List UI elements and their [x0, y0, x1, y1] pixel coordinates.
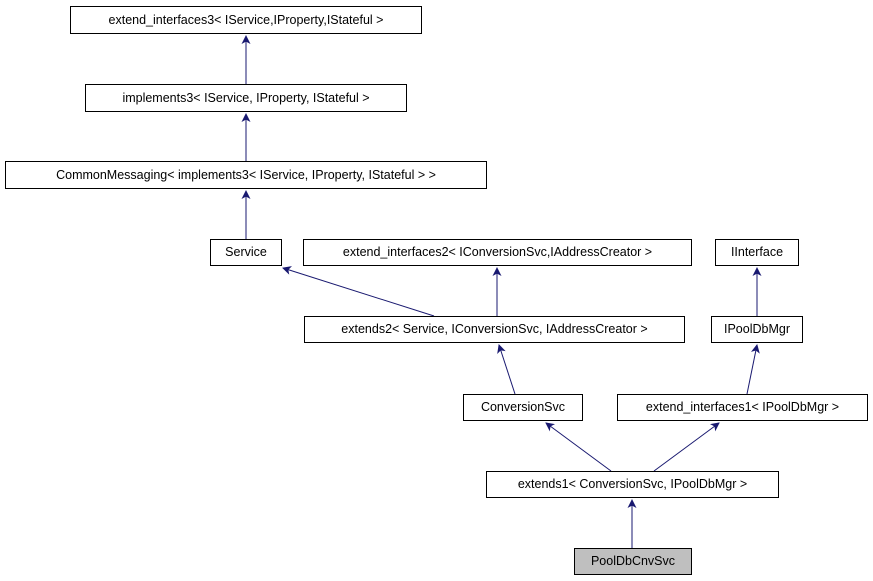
- class-node-label: ConversionSvc: [480, 400, 566, 415]
- class-node-extends2[interactable]: extends2< Service, IConversionSvc, IAddr…: [304, 316, 685, 343]
- inheritance-edge-extends1-to-extend_interfaces1: [653, 422, 720, 472]
- class-node-ipooldbmgr[interactable]: IPoolDbMgr: [711, 316, 803, 343]
- class-node-conversionsvc[interactable]: ConversionSvc: [463, 394, 583, 421]
- class-node-extend_interfaces1[interactable]: extend_interfaces1< IPoolDbMgr >: [617, 394, 868, 421]
- class-node-label: CommonMessaging< implements3< IService, …: [56, 167, 436, 182]
- class-node-service[interactable]: Service: [210, 239, 282, 266]
- class-node-iinterface[interactable]: IInterface: [715, 239, 799, 266]
- inheritance-edge-extends2-to-service: [282, 266, 435, 317]
- inheritance-edge-extend_interfaces1-to-ipooldbmgr: [746, 344, 760, 395]
- class-node-label: IInterface: [730, 245, 784, 260]
- class-node-extend_interfaces3[interactable]: extend_interfaces3< IService,IProperty,I…: [70, 6, 422, 34]
- class-node-label: PoolDbCnvSvc: [590, 554, 676, 569]
- class-node-label: IPoolDbMgr: [724, 322, 790, 337]
- class-node-label: extend_interfaces2< IConversionSvc,IAddr…: [342, 245, 653, 260]
- inheritance-edge-extends1-to-conversionsvc: [545, 422, 612, 472]
- class-node-commonmessaging[interactable]: CommonMessaging< implements3< IService, …: [5, 161, 487, 189]
- class-node-extend_interfaces2[interactable]: extend_interfaces2< IConversionSvc,IAddr…: [303, 239, 692, 266]
- class-node-pooldbcnvsvc[interactable]: PoolDbCnvSvc: [574, 548, 692, 575]
- class-node-label: extends1< ConversionSvc, IPoolDbMgr >: [517, 477, 748, 492]
- class-node-label: extend_interfaces1< IPoolDbMgr >: [645, 400, 840, 415]
- class-node-implements3[interactable]: implements3< IService, IProperty, IState…: [85, 84, 407, 112]
- class-node-label: Service: [225, 245, 267, 260]
- class-node-label: implements3< IService, IProperty, IState…: [122, 90, 370, 105]
- class-node-label: extends2< Service, IConversionSvc, IAddr…: [341, 322, 648, 337]
- class-node-label: extend_interfaces3< IService,IProperty,I…: [108, 12, 384, 27]
- class-node-extends1[interactable]: extends1< ConversionSvc, IPoolDbMgr >: [486, 471, 779, 498]
- inheritance-edge-conversionsvc-to-extends2: [497, 344, 516, 395]
